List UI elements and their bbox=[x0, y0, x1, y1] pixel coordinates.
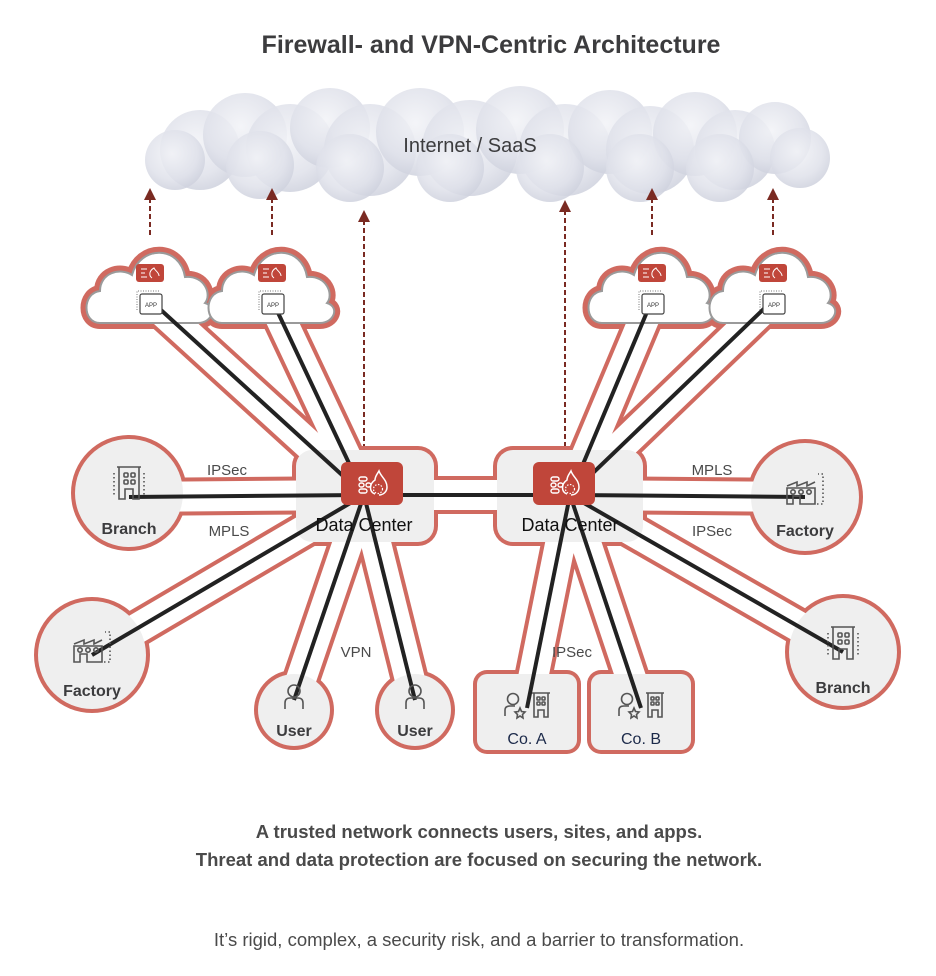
factory-right-label: Factory bbox=[776, 523, 834, 540]
user-1-label: User bbox=[276, 723, 312, 740]
app-icon bbox=[641, 293, 665, 315]
data-center-left[interactable]: Data Center bbox=[315, 462, 413, 535]
factory-left-label: Factory bbox=[63, 683, 121, 700]
app-label: APP bbox=[267, 303, 279, 309]
link-label-right-ipsec: IPSec bbox=[692, 523, 733, 540]
caption-line-3: It’s rigid, complex, a security risk, an… bbox=[214, 929, 744, 950]
app-label: APP bbox=[647, 303, 659, 309]
diagram-title: Firewall- and VPN-Centric Architecture bbox=[262, 31, 721, 59]
network-link bbox=[128, 493, 365, 499]
partner-node[interactable] bbox=[477, 674, 577, 750]
internet-arrow bbox=[358, 210, 370, 450]
internet-arrow bbox=[767, 188, 779, 238]
cloud-app-node[interactable] bbox=[207, 251, 336, 324]
co-b-label: Co. B bbox=[621, 731, 661, 748]
internet-arrow bbox=[266, 188, 278, 238]
partner-icon bbox=[618, 692, 664, 720]
cloud-app-node[interactable] bbox=[708, 251, 837, 324]
app-icon bbox=[139, 293, 163, 315]
internet-arrow bbox=[646, 188, 658, 238]
internet-arrows bbox=[144, 188, 779, 450]
link-label-left-mpls: MPLS bbox=[209, 523, 250, 540]
app-label: APP bbox=[145, 303, 157, 309]
co-a-label: Co. A bbox=[507, 731, 546, 748]
branch-node[interactable] bbox=[75, 439, 183, 547]
network-link bbox=[525, 494, 572, 709]
internet-label: Internet / SaaS bbox=[403, 135, 536, 157]
link-label-right-mpls: MPLS bbox=[692, 462, 733, 479]
branch-left-label: Branch bbox=[101, 521, 156, 538]
internet-cloud bbox=[145, 86, 830, 202]
branch-right-label: Branch bbox=[815, 680, 870, 697]
user-icon bbox=[405, 684, 425, 709]
network-link bbox=[362, 494, 417, 701]
link-label-bottom-ipsec: IPSec bbox=[552, 644, 593, 661]
data-center-label: Data Center bbox=[521, 515, 618, 535]
network-link bbox=[568, 298, 775, 497]
link-label-left-ipsec: IPSec bbox=[207, 462, 248, 479]
network-link bbox=[568, 494, 643, 709]
factory-icon bbox=[786, 473, 824, 505]
cloud-app-content: APP bbox=[258, 264, 286, 315]
factory-icon bbox=[73, 631, 111, 663]
cloud-app-content: APP bbox=[136, 264, 164, 315]
cloud-app-content: APP bbox=[638, 264, 666, 315]
network-link bbox=[569, 493, 806, 499]
cloud-app-content: APP bbox=[759, 264, 787, 315]
data-center-label: Data Center bbox=[315, 515, 412, 535]
network-link bbox=[90, 493, 366, 657]
user-node[interactable] bbox=[258, 674, 330, 746]
partner-node[interactable] bbox=[591, 674, 691, 750]
user-node[interactable] bbox=[379, 674, 451, 746]
user-icon bbox=[284, 684, 304, 709]
internet-arrow bbox=[144, 188, 156, 238]
building-icon bbox=[827, 626, 859, 660]
link-label-vpn: VPN bbox=[341, 644, 372, 661]
caption-line-1: A trusted network connects users, sites,… bbox=[256, 821, 703, 842]
app-icon bbox=[762, 293, 786, 315]
network-link bbox=[569, 493, 844, 654]
network-link bbox=[292, 494, 366, 701]
building-icon bbox=[113, 466, 145, 500]
data-center-right[interactable]: Data Center bbox=[521, 462, 619, 535]
partner-icon bbox=[504, 692, 550, 720]
app-label: APP bbox=[768, 303, 780, 309]
internet-arrow bbox=[559, 200, 571, 450]
caption-line-2: Threat and data protection are focused o… bbox=[196, 849, 762, 870]
user-2-label: User bbox=[397, 723, 433, 740]
app-icon bbox=[261, 293, 285, 315]
network-link bbox=[148, 298, 366, 497]
